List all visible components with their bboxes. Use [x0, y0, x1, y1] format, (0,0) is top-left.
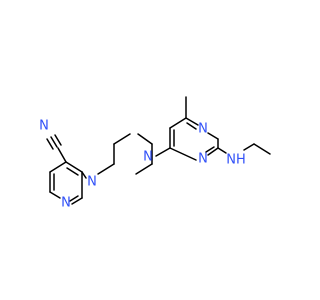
bond-pyr-c4-c5 [49, 161, 67, 173]
atom-n-pyridine: N [61, 196, 71, 211]
molecule-svg: N C N N N N N NH [39, 96, 271, 211]
bond-nh-ethyl [243, 143, 255, 151]
bond-pyr-c3-c4-double [65, 161, 83, 173]
atom-n-nitrile: N [39, 119, 49, 134]
bond-pym-3 [185, 117, 199, 126]
atom-n-pyrimidine-bottom: N [198, 152, 208, 167]
carbon-bonds [49, 96, 271, 205]
bond-pym-5-double [205, 146, 215, 153]
bond-nitrile-triple-1 [50, 136, 58, 148]
bond-pym-2 [169, 117, 187, 129]
nitrile-triple-bond [46, 134, 62, 150]
bond-pyr-c3-c4-inner [66, 167, 79, 176]
bond-pip-3 [113, 133, 131, 145]
bond-nitrile-triple-2 [46, 138, 54, 150]
bond-pyr-c2-n-double [69, 195, 79, 202]
atom-n-piperazine-top: N [143, 150, 153, 165]
atom-n-piperazine-bottom: N [87, 175, 97, 190]
atom-n-pyrimidine-top: N [198, 122, 208, 137]
bond-pym-6 [169, 147, 197, 161]
molecule-structure-canvas: N C N N N N N NH [39, 96, 271, 211]
bond-pym-4 [207, 132, 219, 140]
atom-nh-amine: NH [226, 153, 246, 168]
bond-pip-6 [135, 163, 153, 175]
bond-pyr-pip [81, 171, 87, 179]
bond-pip-4 [137, 133, 153, 145]
bond-nitrile-triple-3 [54, 134, 62, 146]
bond-pyr-c6-n [49, 191, 61, 199]
atom-labels: N C N N N N N NH [39, 119, 246, 211]
bond-c2-nh [217, 147, 227, 154]
bond-pym-5b [207, 147, 219, 156]
bond-pip-1 [97, 163, 115, 175]
bond-ethyl [253, 143, 271, 155]
bond-pip-pyrimidine [155, 147, 171, 157]
bond-pyr-n-c2 [71, 197, 83, 205]
bond-pym-3-double [186, 122, 197, 130]
bond-cn-c-ring [57, 147, 67, 163]
